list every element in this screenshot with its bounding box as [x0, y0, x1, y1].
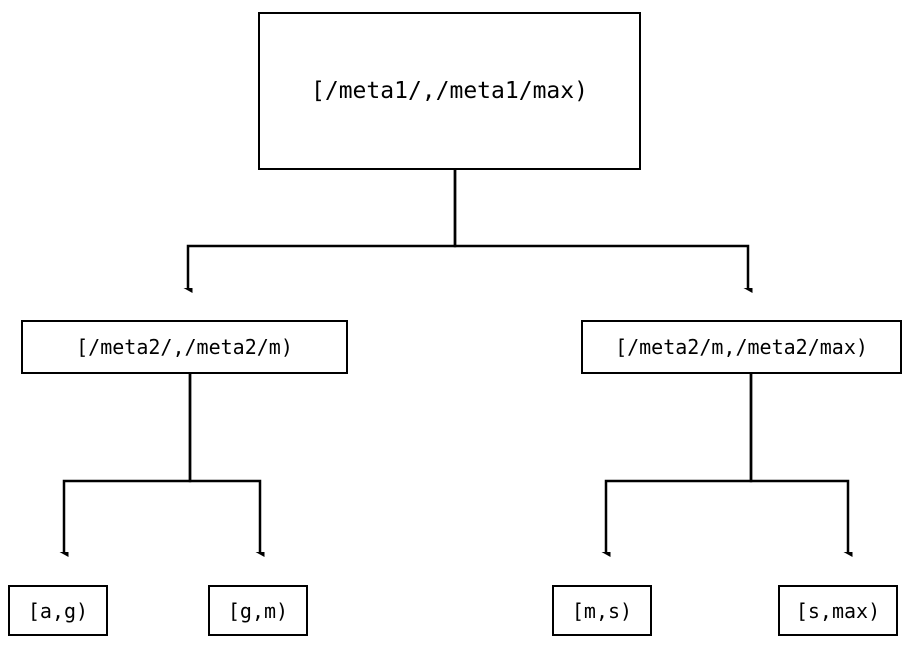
tree-node-mid-right-label: [/meta2/m,/meta2/max) — [615, 335, 868, 359]
tree-node-root[interactable]: [/meta1/,/meta1/max) — [258, 12, 641, 170]
tree-node-leaf-ms[interactable]: [m,s) — [552, 585, 652, 636]
tree-node-root-label: [/meta1/,/meta1/max) — [311, 77, 588, 104]
tree-node-leaf-gm-label: [g,m) — [227, 598, 289, 623]
tree-node-leaf-gm[interactable]: [g,m) — [208, 585, 308, 636]
tree-node-leaf-ms-label: [m,s) — [571, 598, 633, 623]
edge-root-to-mid-right — [453, 170, 748, 288]
edge-mid-right-to-leaf-ms — [606, 374, 753, 552]
tree-node-mid-left-label: [/meta2/,/meta2/m) — [76, 335, 293, 359]
edge-mid-left-to-leaf-gm — [188, 374, 260, 552]
tree-node-leaf-smax[interactable]: [s,max) — [778, 585, 898, 636]
edge-mid-right-to-leaf-smax — [749, 374, 848, 552]
tree-node-mid-left[interactable]: [/meta2/,/meta2/m) — [21, 320, 348, 374]
edge-mid-left-to-leaf-ag — [64, 374, 192, 552]
edge-root-to-mid-left — [188, 170, 457, 288]
tree-node-leaf-smax-label: [s,max) — [795, 598, 881, 623]
tree-node-mid-right[interactable]: [/meta2/m,/meta2/max) — [581, 320, 902, 374]
tree-node-leaf-ag-label: [a,g) — [27, 598, 89, 623]
tree-node-leaf-ag[interactable]: [a,g) — [8, 585, 108, 636]
